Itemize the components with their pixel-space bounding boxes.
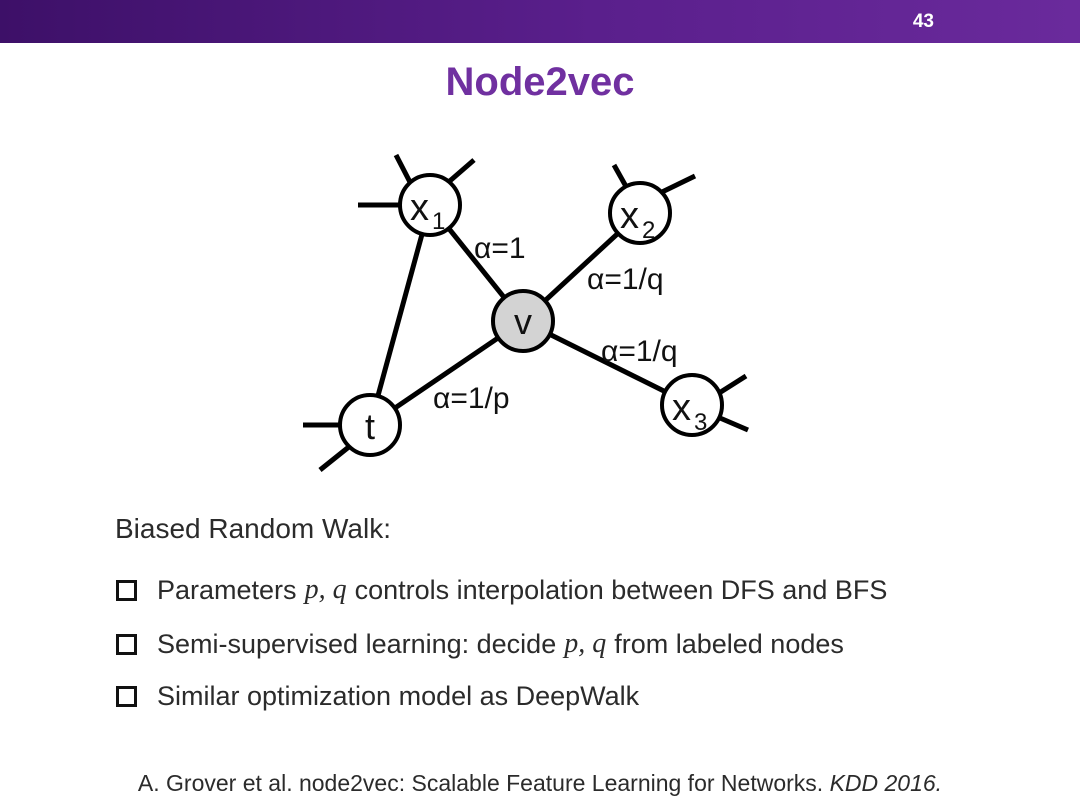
- bullet-1-math: p, q: [304, 574, 347, 605]
- bullet-2-text-after: from labeled nodes: [614, 628, 844, 659]
- header-bar: 43: [0, 0, 1080, 43]
- edge-x1-t: [367, 204, 433, 426]
- citation-venue: KDD 2016.: [829, 770, 943, 796]
- node-x3-label: x: [672, 387, 691, 429]
- bullet-1-text-after: controls interpolation between DFS and B…: [354, 574, 888, 605]
- node-x2-subscript: 2: [642, 217, 655, 244]
- citation-text: A. Grover et al. node2vec: Scalable Feat…: [137, 770, 824, 796]
- t-stub-edges: [303, 422, 352, 472]
- checkbox-square-icon: [116, 633, 137, 655]
- citation: A. Grover et al. node2vec: Scalable Feat…: [0, 770, 1080, 797]
- edge-label-x2-v: α=1/q: [587, 263, 664, 296]
- section-heading: Biased Random Walk:: [115, 513, 391, 544]
- slide-title: Node2vec: [445, 60, 635, 104]
- node-v: v: [491, 289, 555, 353]
- bullet-2-math: p, q: [564, 628, 607, 659]
- bullet-item-1: Parameters p, q controls interpolation b…: [116, 574, 887, 606]
- bullet-2-text-before: Semi-supervised learning: decide: [157, 628, 557, 659]
- checkbox-square-icon: [116, 686, 137, 707]
- page-number: 43: [912, 11, 934, 32]
- edge-label-t-v: α=1/p: [433, 382, 510, 415]
- bullet-item-3: Similar optimization model as DeepWalk: [116, 681, 639, 712]
- node-x3-subscript: 3: [694, 409, 707, 436]
- node-x1-subscript: 1: [432, 208, 445, 235]
- node-x3: x 3: [660, 373, 724, 437]
- node-x2: x 2: [608, 181, 672, 245]
- checkbox-square-icon: [116, 579, 137, 601]
- node-x1: x 1: [398, 173, 462, 237]
- edge-label-x1-v: α=1: [474, 232, 526, 265]
- node-x1-label: x: [410, 187, 429, 229]
- node-v-label: v: [514, 301, 532, 342]
- bullet-item-2: Semi-supervised learning: decide p, q fr…: [116, 628, 844, 660]
- edge-label-x3-v: α=1/q: [601, 335, 678, 368]
- bullet-1-text-before: Parameters: [157, 574, 297, 605]
- node-t-label: t: [365, 406, 375, 447]
- random-walk-graph: x 1 x 2 x 3 v t α=1 α=1/q α=1/q α=1/p: [303, 153, 749, 472]
- bullet-3-text: Similar optimization model as DeepWalk: [157, 681, 640, 711]
- node-x2-label: x: [620, 195, 639, 237]
- node-t: t: [338, 393, 402, 457]
